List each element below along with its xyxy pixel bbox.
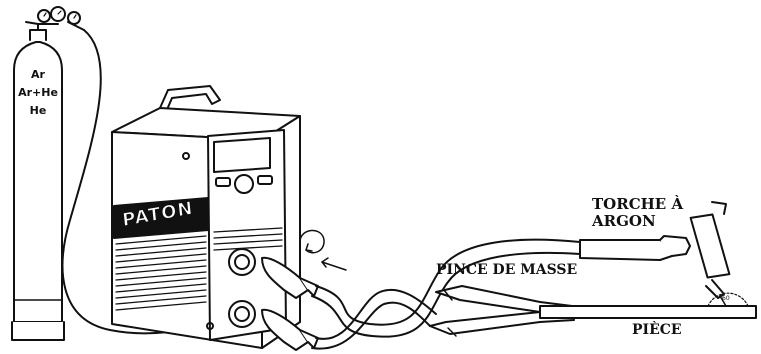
- ground-clamp-label: PINCE DE MASSE: [436, 262, 577, 278]
- workpiece-label: PIÈCE: [632, 322, 682, 338]
- torch-label-line1: TORCHE À: [592, 196, 683, 213]
- torch-label: TORCHE À ARGON: [592, 196, 683, 231]
- torch-label-line2: ARGON: [592, 213, 683, 230]
- twist-lock-arrow-icon: [300, 230, 346, 270]
- workpiece: [540, 306, 756, 318]
- angle-label: 60: [722, 296, 730, 303]
- gas-label-he: He: [18, 104, 58, 117]
- ground-cable: [312, 290, 436, 349]
- gas-label-ar-he: Ar+He: [18, 86, 58, 99]
- regulator-gauges-icon: [26, 7, 84, 30]
- gas-label-ar: Ar: [18, 68, 58, 81]
